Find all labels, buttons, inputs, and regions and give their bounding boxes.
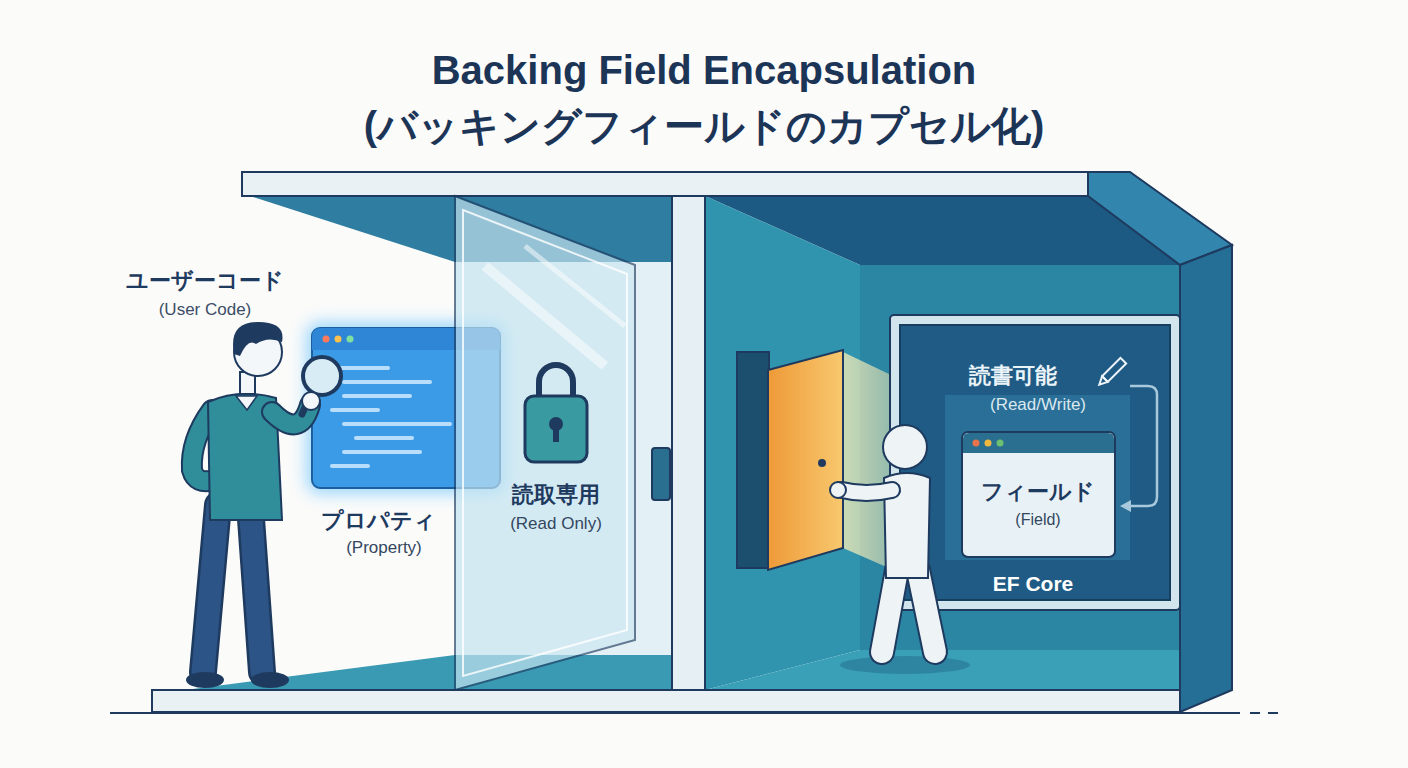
node-text: (Read/Write) bbox=[948, 395, 1128, 415]
node-text: (Property) bbox=[284, 538, 484, 558]
free-label: ユーザーコード bbox=[90, 268, 320, 294]
ground-dash bbox=[1268, 712, 1278, 714]
open-door bbox=[768, 350, 843, 570]
glass-door: 読取専用(Read Only) bbox=[455, 196, 635, 690]
door-knob bbox=[818, 459, 826, 467]
window-dot bbox=[973, 440, 980, 447]
arm-outline bbox=[272, 405, 310, 424]
node-text: EF Core bbox=[933, 571, 1133, 596]
leg bbox=[918, 570, 935, 652]
window-dot bbox=[997, 440, 1004, 447]
magnifier-handle bbox=[302, 392, 312, 414]
glass-frame bbox=[463, 210, 627, 676]
read-write-arrow bbox=[1129, 386, 1157, 506]
door-frame bbox=[737, 352, 769, 568]
code-line bbox=[330, 464, 370, 468]
code-line bbox=[342, 422, 452, 426]
shoe bbox=[186, 672, 224, 688]
free-label: (User Code) bbox=[90, 300, 320, 320]
node-text: 読書可能 bbox=[923, 363, 1103, 389]
back-wall-right bbox=[860, 265, 1180, 650]
shoe bbox=[251, 672, 289, 688]
ground-dash bbox=[1250, 712, 1260, 714]
hand bbox=[302, 392, 320, 410]
pencil-icon bbox=[1096, 358, 1126, 388]
pillar bbox=[672, 196, 705, 690]
floor-left bbox=[185, 655, 705, 690]
panel-inner bbox=[900, 325, 1170, 600]
window-dot bbox=[347, 336, 354, 343]
window-dot bbox=[985, 440, 992, 447]
pencil-body bbox=[1102, 358, 1126, 382]
window-dot bbox=[335, 336, 342, 343]
floor-right bbox=[705, 650, 1180, 690]
figure-shadow bbox=[840, 656, 970, 674]
collar bbox=[236, 396, 257, 410]
lock-keyhole bbox=[553, 426, 559, 442]
field-window: フィールド (Field) bbox=[962, 432, 1115, 557]
glass-glare bbox=[525, 246, 625, 326]
code-line bbox=[354, 436, 414, 440]
door-wall bbox=[705, 196, 860, 690]
panel-glow bbox=[945, 395, 1130, 560]
neck bbox=[240, 372, 255, 394]
roof-side bbox=[1088, 172, 1232, 265]
arm-outline bbox=[842, 490, 892, 493]
node-text: 読取専用 bbox=[471, 482, 641, 508]
arm bbox=[842, 490, 892, 493]
user-figure bbox=[186, 322, 341, 688]
glass-door-shape bbox=[455, 196, 635, 690]
leg-outline bbox=[203, 505, 218, 672]
node-text: プロパティ bbox=[278, 508, 478, 534]
hand bbox=[830, 482, 846, 498]
hair bbox=[233, 322, 283, 356]
code-line bbox=[342, 394, 412, 398]
magnifier-lens bbox=[303, 357, 341, 395]
leg-outline bbox=[882, 570, 897, 652]
panel-frame bbox=[890, 315, 1180, 610]
arm bbox=[272, 405, 310, 424]
leg bbox=[203, 505, 218, 672]
ground-line bbox=[110, 712, 1240, 714]
code-line bbox=[342, 380, 432, 384]
leg-outline bbox=[250, 505, 262, 672]
node-text: フィールド bbox=[963, 479, 1113, 505]
head bbox=[234, 328, 282, 376]
window-dot bbox=[323, 336, 330, 343]
code-line bbox=[330, 366, 390, 370]
head bbox=[883, 425, 927, 469]
torso bbox=[208, 394, 282, 520]
field-window bbox=[962, 432, 1115, 557]
ef-core-figure bbox=[830, 425, 970, 674]
leg-outline bbox=[918, 570, 935, 652]
arrow-head bbox=[1120, 500, 1131, 512]
arm bbox=[192, 410, 214, 481]
floor-slab bbox=[152, 690, 1180, 712]
lock-body bbox=[525, 396, 587, 462]
leg bbox=[250, 505, 262, 672]
arm-outline bbox=[192, 410, 214, 481]
leg bbox=[882, 570, 897, 652]
pencil-tip bbox=[1096, 376, 1107, 387]
ef-core-panel: 読書可能 (Read/Write) EF Core フィールド (Field) bbox=[890, 315, 1180, 610]
roof-slab bbox=[242, 172, 1088, 196]
glass-pane bbox=[455, 196, 635, 690]
field-bar bbox=[963, 433, 1114, 453]
code-line bbox=[330, 408, 380, 412]
node-text: (Read Only) bbox=[471, 514, 641, 534]
door-handle bbox=[652, 448, 670, 500]
node-text: (Field) bbox=[963, 510, 1113, 529]
code-line bbox=[342, 450, 422, 454]
outer-wall bbox=[1180, 245, 1232, 712]
diagram-title: Backing Field Encapsulation (バッキングフィールドの… bbox=[304, 42, 1104, 154]
glass-glare bbox=[485, 266, 605, 366]
torso bbox=[884, 473, 930, 578]
